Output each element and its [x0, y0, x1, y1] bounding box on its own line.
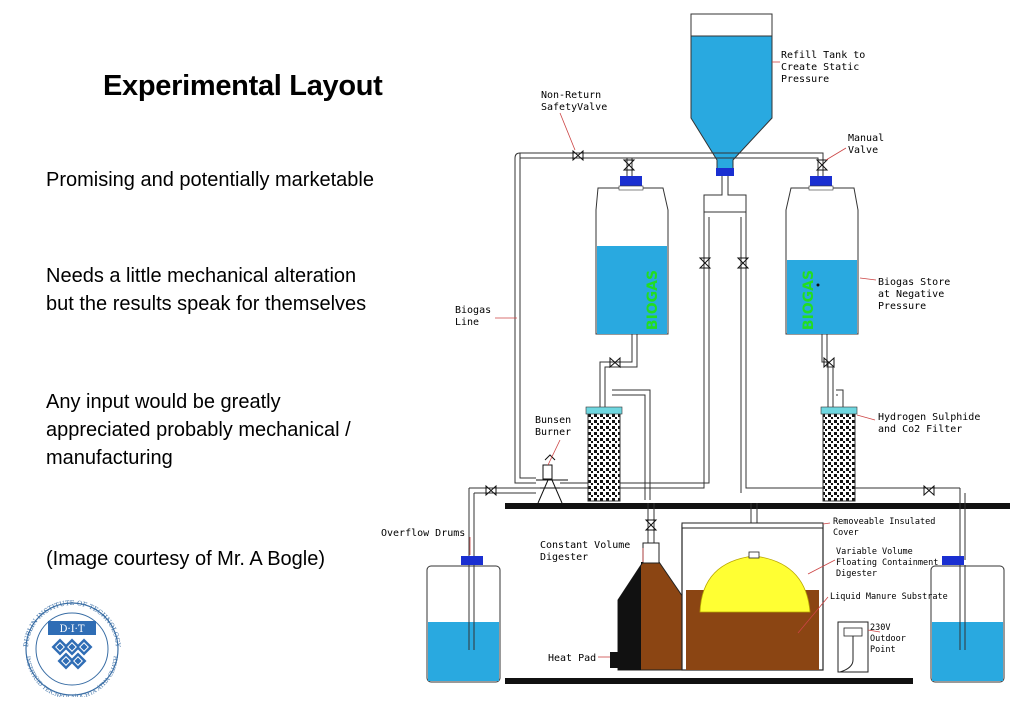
label-constant-volume-1: Constant Volume [540, 540, 630, 551]
heat-pad [610, 652, 624, 668]
label-bunsen-2: Burner [535, 427, 571, 438]
label-biogas-line-1: Biogas [455, 305, 491, 316]
biogas-experimental-diagram: BIOGAS BIOGAS [381, 13, 1010, 684]
label-outdoor-point-1: 230V [870, 623, 890, 633]
label-non-return-1: Non-Return [541, 90, 601, 101]
image-credit: (Image courtesy of Mr. A Bogle) [46, 548, 326, 570]
bunsen-burner [536, 454, 568, 504]
biogas-bottle-right [785, 176, 859, 335]
bullet-mechanical-alteration: Needs a little mechanical alteration but… [46, 265, 367, 315]
page-title: Experimental Layout [103, 70, 383, 102]
diagram-labels: Refill Tank to Create Static Pressure No… [381, 50, 980, 664]
lower-bench [505, 678, 913, 684]
overflow-drum-right [930, 556, 1005, 683]
label-h2s-filter-1: Hydrogen Sulphide [878, 412, 980, 423]
label-outdoor-point-3: Point [870, 645, 896, 655]
leader-lines [469, 61, 881, 658]
label-outdoor-point-2: Outdoor [870, 634, 906, 644]
label-non-return-2: SafetyValve [541, 102, 607, 113]
label-manual-valve-2: Valve [848, 145, 878, 156]
label-biogas-store-1: Biogas Store [878, 277, 950, 288]
label-variable-volume-2: Floating Containment [836, 558, 938, 568]
label-bunsen-1: Bunsen [535, 415, 571, 426]
variable-volume-digester [681, 522, 824, 671]
logo-monogram: D·I·T [60, 624, 85, 635]
valves [485, 149, 935, 553]
label-refill-tank-1: Refill Tank to [781, 50, 865, 61]
label-manual-valve-1: Manual [848, 133, 884, 144]
outdoor-power-point [837, 621, 869, 673]
bottle-left-text: BIOGAS [645, 270, 661, 330]
label-h2s-filter-2: and Co2 Filter [878, 424, 962, 435]
bullet-input-appreciated: Any input would be greatly appreciated p… [46, 391, 351, 469]
label-refill-tank-3: Pressure [781, 74, 829, 85]
bottle-right-text: BIOGAS [801, 270, 817, 330]
label-overflow-drums: Overflow Drums [381, 528, 465, 539]
label-variable-volume-1: Variable Volume [836, 547, 913, 557]
label-biogas-store-2: at Negative [878, 289, 944, 300]
refill-tank [690, 13, 773, 176]
label-removable-cover-2: Cover [833, 528, 859, 538]
h2s-filter-right [820, 406, 858, 502]
h2s-filter-left [585, 406, 623, 502]
label-constant-volume-2: Digester [540, 552, 588, 563]
label-biogas-line-2: Line [455, 317, 479, 328]
label-biogas-store-3: Pressure [878, 301, 926, 312]
pipework [468, 152, 966, 560]
label-removable-cover-1: Removeable Insulated [833, 517, 935, 527]
constant-volume-digester [617, 542, 686, 671]
label-variable-volume-3: Digester [836, 569, 877, 579]
dit-logo: DUBLIN INSTITUTE OF TECHNOLOGY INSTITIÚI… [22, 599, 122, 697]
biogas-bottle-left [595, 176, 669, 335]
label-liquid-manure: Liquid Manure Substrate [830, 592, 948, 602]
overflow-drum-left [426, 556, 501, 683]
label-heat-pad: Heat Pad [548, 653, 596, 664]
bullet-marketable: Promising and potentially marketable [46, 169, 374, 191]
label-refill-tank-2: Create Static [781, 62, 859, 73]
